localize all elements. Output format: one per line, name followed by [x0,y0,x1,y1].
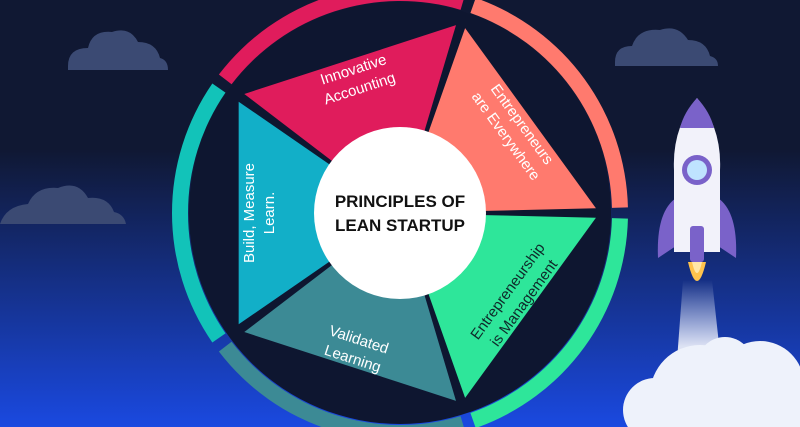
label-build-measure-learn-line1: Build, Measure [241,163,258,263]
center-title-line1: PRINCIPLES OF [335,192,465,211]
rocket-right-fin-icon [718,198,737,258]
outer-ring-entrepreneurship-management [470,218,628,427]
cloud-left [0,185,126,224]
cloud-top-right [615,28,718,66]
outer-ring-build-measure-learn [172,83,226,343]
center-circle [314,127,486,299]
rocket-left-fin-icon [657,198,676,258]
center-title-line2: LEAN STARTUP [335,216,465,235]
cloud-top-left [68,30,168,70]
rocket-icon [657,98,737,281]
center-hub: PRINCIPLES OF LEAN STARTUP [314,127,486,299]
outer-ring-innovative-accounting [218,0,464,85]
outer-ring-validated-learning [218,341,464,427]
segment-build-measure-learn [238,101,335,325]
outer-ring-entrepreneurs-everywhere [470,0,628,208]
smoke-cloud [623,337,800,427]
label-build-measure-learn-line2: Learn. [261,192,278,235]
